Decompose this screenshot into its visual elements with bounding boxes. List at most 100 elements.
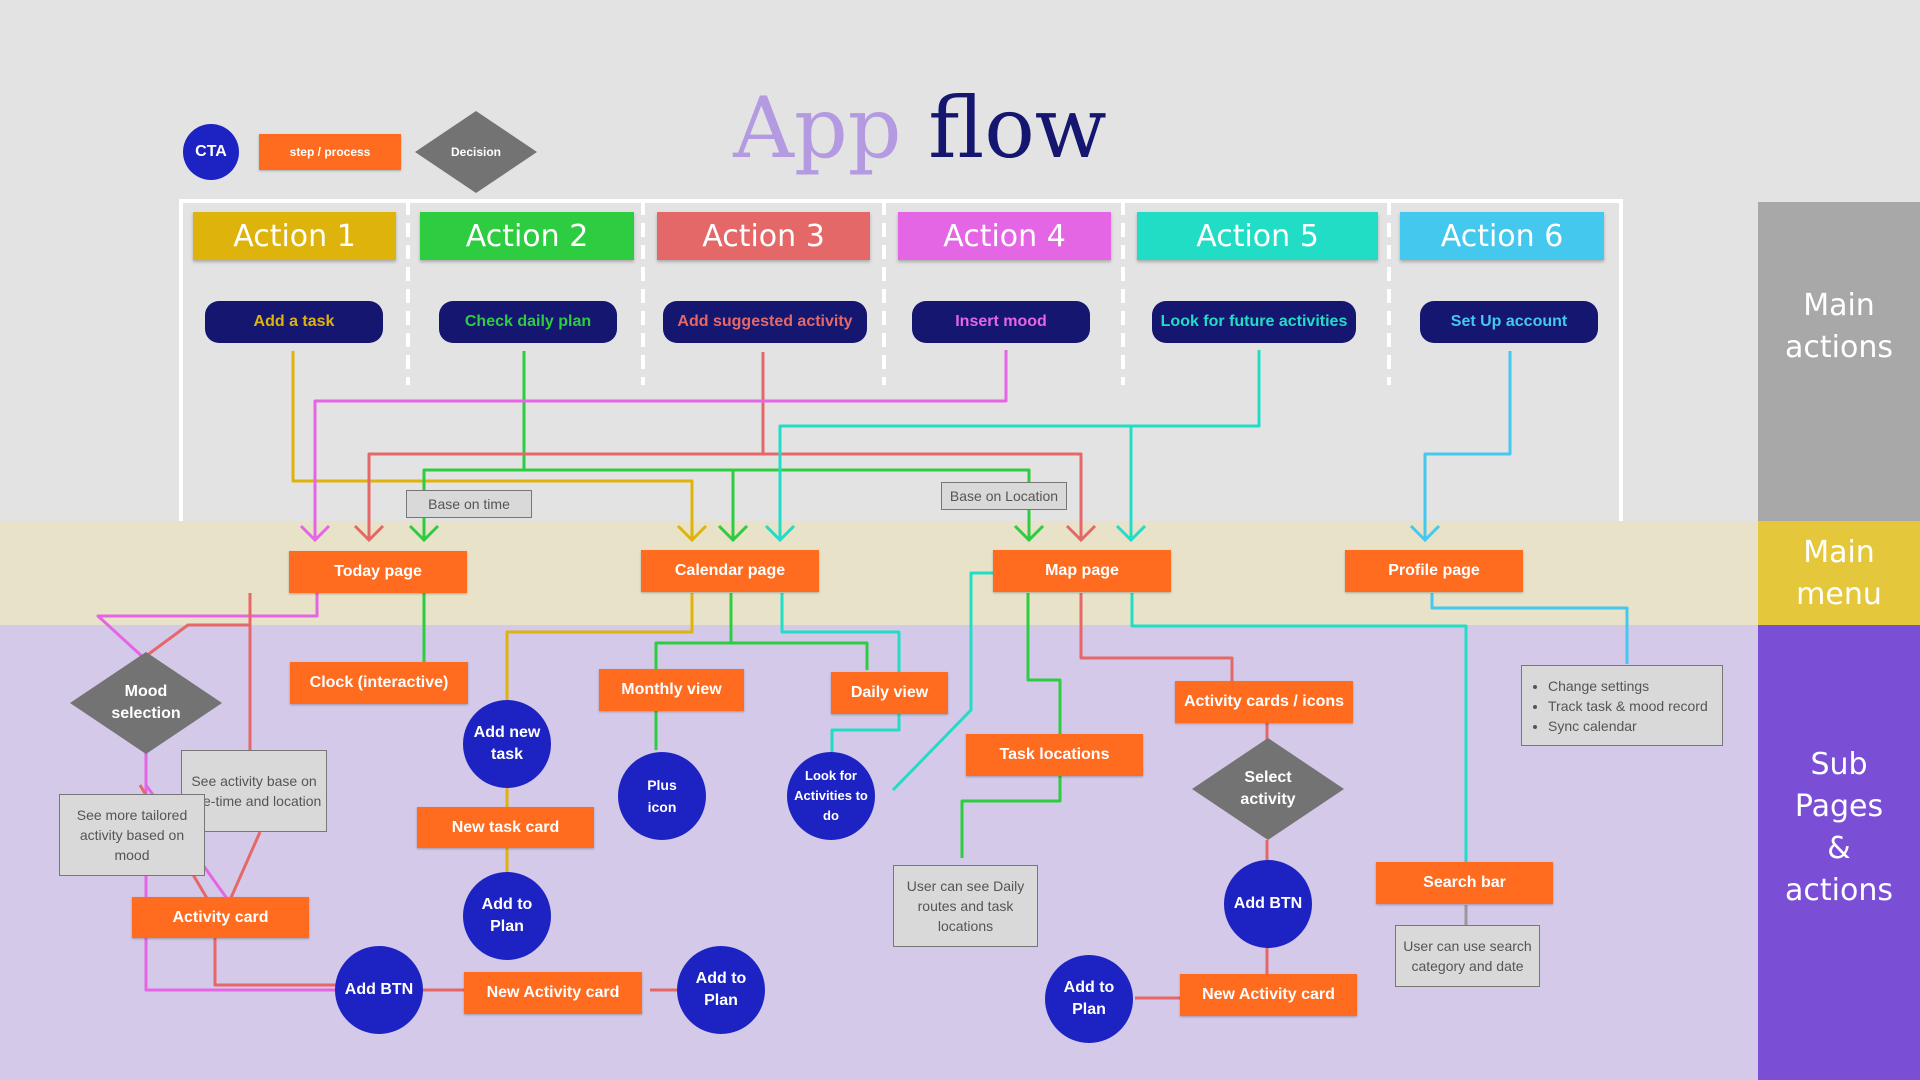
cta-label: Check daily plan: [464, 313, 592, 330]
cta-label: Add a task: [253, 313, 335, 330]
map-page[interactable]: Map page: [993, 550, 1171, 592]
step-label: New Activity card: [1202, 986, 1335, 1003]
note-label: Base on time: [428, 496, 510, 512]
note-search-category: User can use search category and date: [1395, 925, 1540, 987]
connector-action3: [367, 352, 1083, 540]
cta-label: Plus icon: [647, 777, 677, 815]
action-header-6: Action 6: [1400, 212, 1604, 260]
legend-decision-shape: [415, 111, 537, 193]
profile-page[interactable]: Profile page: [1345, 550, 1523, 592]
cta-label: Add BTN: [1233, 895, 1303, 912]
legend-cta: CTA: [183, 124, 239, 180]
step-label: Today page: [334, 563, 422, 580]
settings-item: Change settings: [1548, 676, 1708, 696]
connector-action5: [778, 350, 1261, 540]
cta-label: Set Up account: [1450, 313, 1568, 330]
step-new-task-card[interactable]: New task card: [417, 807, 594, 848]
cta-add-btn-activity[interactable]: Add BTN: [335, 946, 423, 1034]
note-label: See more tailored activity based on mood: [76, 807, 188, 863]
cta-label: Add BTN: [344, 981, 414, 998]
sub-pages-label-line: &: [1827, 831, 1851, 866]
step-label: New task card: [451, 818, 560, 836]
today-page[interactable]: Today page: [289, 551, 467, 593]
note-daily-routes: User can see Daily routes and task locat…: [893, 865, 1038, 947]
decision-mood-selection[interactable]: Mood selection: [70, 652, 222, 754]
page-title: App flow: [0, 78, 1840, 178]
main-menu-section: [1758, 521, 1920, 625]
cta-label: Look for Activities to do: [794, 768, 868, 823]
sub-pages-section: [1758, 625, 1920, 1080]
step-label: Monthly view: [621, 681, 722, 698]
cta-add-a-task[interactable]: Add a task: [205, 301, 383, 343]
main-menu-label-line: Main: [1803, 535, 1875, 570]
step-activity-card[interactable]: Activity card: [132, 897, 309, 938]
step-search-bar[interactable]: Search bar: [1376, 862, 1553, 904]
step-label: Clock (interactive): [309, 674, 449, 691]
action-header-3: Action 3: [657, 212, 870, 260]
step-task-locations[interactable]: Task locations: [966, 734, 1143, 776]
decision-label: Select activity: [1240, 769, 1296, 808]
cta-look-for-future-activities[interactable]: Look for future activities: [1152, 301, 1356, 343]
decision-label: Mood selection: [111, 683, 181, 722]
step-label: Task locations: [999, 746, 1110, 763]
step-daily-view[interactable]: Daily view: [831, 672, 948, 714]
note-label: User can use search category and date: [1403, 938, 1532, 974]
connector-map-green: [960, 593, 1062, 858]
connector-map-red: [1079, 593, 1270, 1016]
note-base-on-time: Base on time: [406, 490, 532, 518]
step-label: Daily view: [850, 684, 929, 701]
step-clock-interactive[interactable]: Clock (interactive): [290, 662, 468, 704]
connector-action1: [291, 351, 694, 540]
legend-cta-label: CTA: [195, 143, 227, 160]
cta-set-up-account[interactable]: Set Up account: [1420, 301, 1598, 343]
sub-pages-label-line: actions: [1785, 873, 1893, 908]
cta-label: Insert mood: [955, 313, 1047, 330]
main-actions-band: [0, 0, 1920, 521]
title-app: App: [733, 79, 902, 177]
action-header-5: Action 5: [1137, 212, 1378, 260]
cta-insert-mood[interactable]: Insert mood: [912, 301, 1090, 343]
cta-add-suggested-activity[interactable]: Add suggested activity: [663, 301, 867, 343]
cta-label: Add to Plan: [1063, 979, 1115, 1018]
action-header-2: Action 2: [420, 212, 634, 260]
connector-search: [1430, 593, 1629, 664]
action-header-label: Action 5: [1196, 218, 1319, 254]
cta-add-to-plan-map[interactable]: Add to Plan: [1045, 955, 1133, 1043]
decision-select-activity[interactable]: Select activity: [1192, 738, 1344, 840]
connector-map-teal: [891, 571, 1468, 862]
cta-check-daily-plan[interactable]: Check daily plan: [439, 301, 617, 343]
step-monthly-view[interactable]: Monthly view: [599, 669, 744, 711]
main-menu-label: Main menu: [1758, 532, 1920, 616]
cta-label: Add new task: [473, 724, 541, 763]
title-flow: flow: [928, 79, 1107, 177]
cta-look-for-activities[interactable]: Look for Activities to do: [787, 752, 875, 840]
legend-decision: Decision: [415, 111, 537, 193]
main-actions-label-line: Main: [1803, 288, 1875, 323]
settings-list: Change settings Track task & mood record…: [1528, 676, 1708, 736]
action-header-label: Action 6: [1440, 218, 1564, 254]
sub-pages-label-line: Sub: [1810, 747, 1868, 782]
step-new-activity-card[interactable]: New Activity card: [464, 972, 642, 1014]
step-activity-cards-icons[interactable]: Activity cards / icons: [1175, 681, 1353, 723]
note-label: See activity base on free-time and locat…: [186, 773, 322, 809]
calendar-page[interactable]: Calendar page: [641, 550, 819, 592]
step-label: Calendar page: [674, 562, 786, 579]
cta-add-to-plan-task[interactable]: Add to Plan: [463, 872, 551, 960]
cta-add-new-task[interactable]: Add new task: [463, 700, 551, 788]
action-header-label: Action 4: [943, 218, 1066, 254]
actions-frame: [179, 199, 1623, 521]
note-settings: Change settings Track task & mood record…: [1521, 665, 1723, 746]
connector-action4: [313, 350, 1008, 540]
settings-item: Track task & mood record: [1548, 696, 1708, 716]
note-label: User can see Daily routes and task locat…: [906, 878, 1025, 934]
note-base-on-location: Base on Location: [941, 482, 1067, 510]
main-actions-label: Main actions: [1758, 285, 1920, 369]
sub-pages-label-line: Pages: [1794, 789, 1884, 824]
cta-add-to-plan-activity[interactable]: Add to Plan: [677, 946, 765, 1034]
connector-action6: [1423, 351, 1512, 540]
cta-plus-icon[interactable]: Plus icon: [618, 752, 706, 840]
legend-decision-label: Decision: [450, 145, 501, 159]
step-new-activity-card-map[interactable]: New Activity card: [1180, 974, 1357, 1016]
cta-label: Add to Plan: [481, 896, 533, 935]
cta-add-btn-map[interactable]: Add BTN: [1224, 860, 1312, 948]
